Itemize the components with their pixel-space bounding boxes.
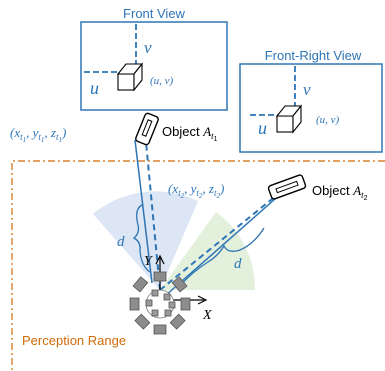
- distance-label-t1: d: [117, 234, 125, 250]
- object-t1-coords: (xt1, yt1, zt1): [10, 125, 66, 144]
- sensor-array-icon: [129, 271, 191, 335]
- dashed-ray-to-object-t2: [159, 185, 289, 291]
- cube-icon: [116, 62, 144, 92]
- front-view-v-label: v: [144, 38, 152, 57]
- front-right-view-panel: Front-Right View v u (u, v): [239, 48, 383, 153]
- ray-to-object-t2: [164, 190, 285, 297]
- front-right-view-uv-label: (u, v): [316, 114, 340, 126]
- distance-brace-t2: [179, 227, 265, 287]
- object-t2-label: Object At2: [312, 183, 368, 202]
- object-t2: [267, 174, 307, 200]
- field-of-view-wedge-blue: [93, 191, 198, 290]
- y-axis-label: Y: [144, 254, 154, 269]
- dashed-ray-to-object-t1: [145, 141, 161, 291]
- distance-brace-t1: [132, 204, 151, 273]
- front-right-view-u-label: u: [258, 118, 267, 138]
- front-view-u-label: u: [90, 78, 99, 98]
- perception-range-label: Perception Range: [22, 333, 126, 348]
- ray-to-object-t1: [134, 139, 153, 284]
- object-t2-coords: (xt2, yt2, zt2): [168, 181, 224, 200]
- front-right-view-v-label: v: [303, 80, 311, 99]
- cube-icon: [275, 104, 303, 134]
- perception-range-boundary: [11, 160, 385, 371]
- front-view-uv-label: (u, v): [150, 75, 174, 87]
- front-view-title: Front View: [123, 6, 186, 21]
- object-t1: [135, 112, 159, 146]
- object-t1-label: Object At1: [162, 124, 218, 143]
- x-axis-label: X: [202, 308, 212, 323]
- front-right-view-title: Front-Right View: [265, 48, 362, 63]
- distance-label-t2: d: [234, 256, 242, 272]
- front-view-panel: Front View v u (u, v): [80, 6, 228, 111]
